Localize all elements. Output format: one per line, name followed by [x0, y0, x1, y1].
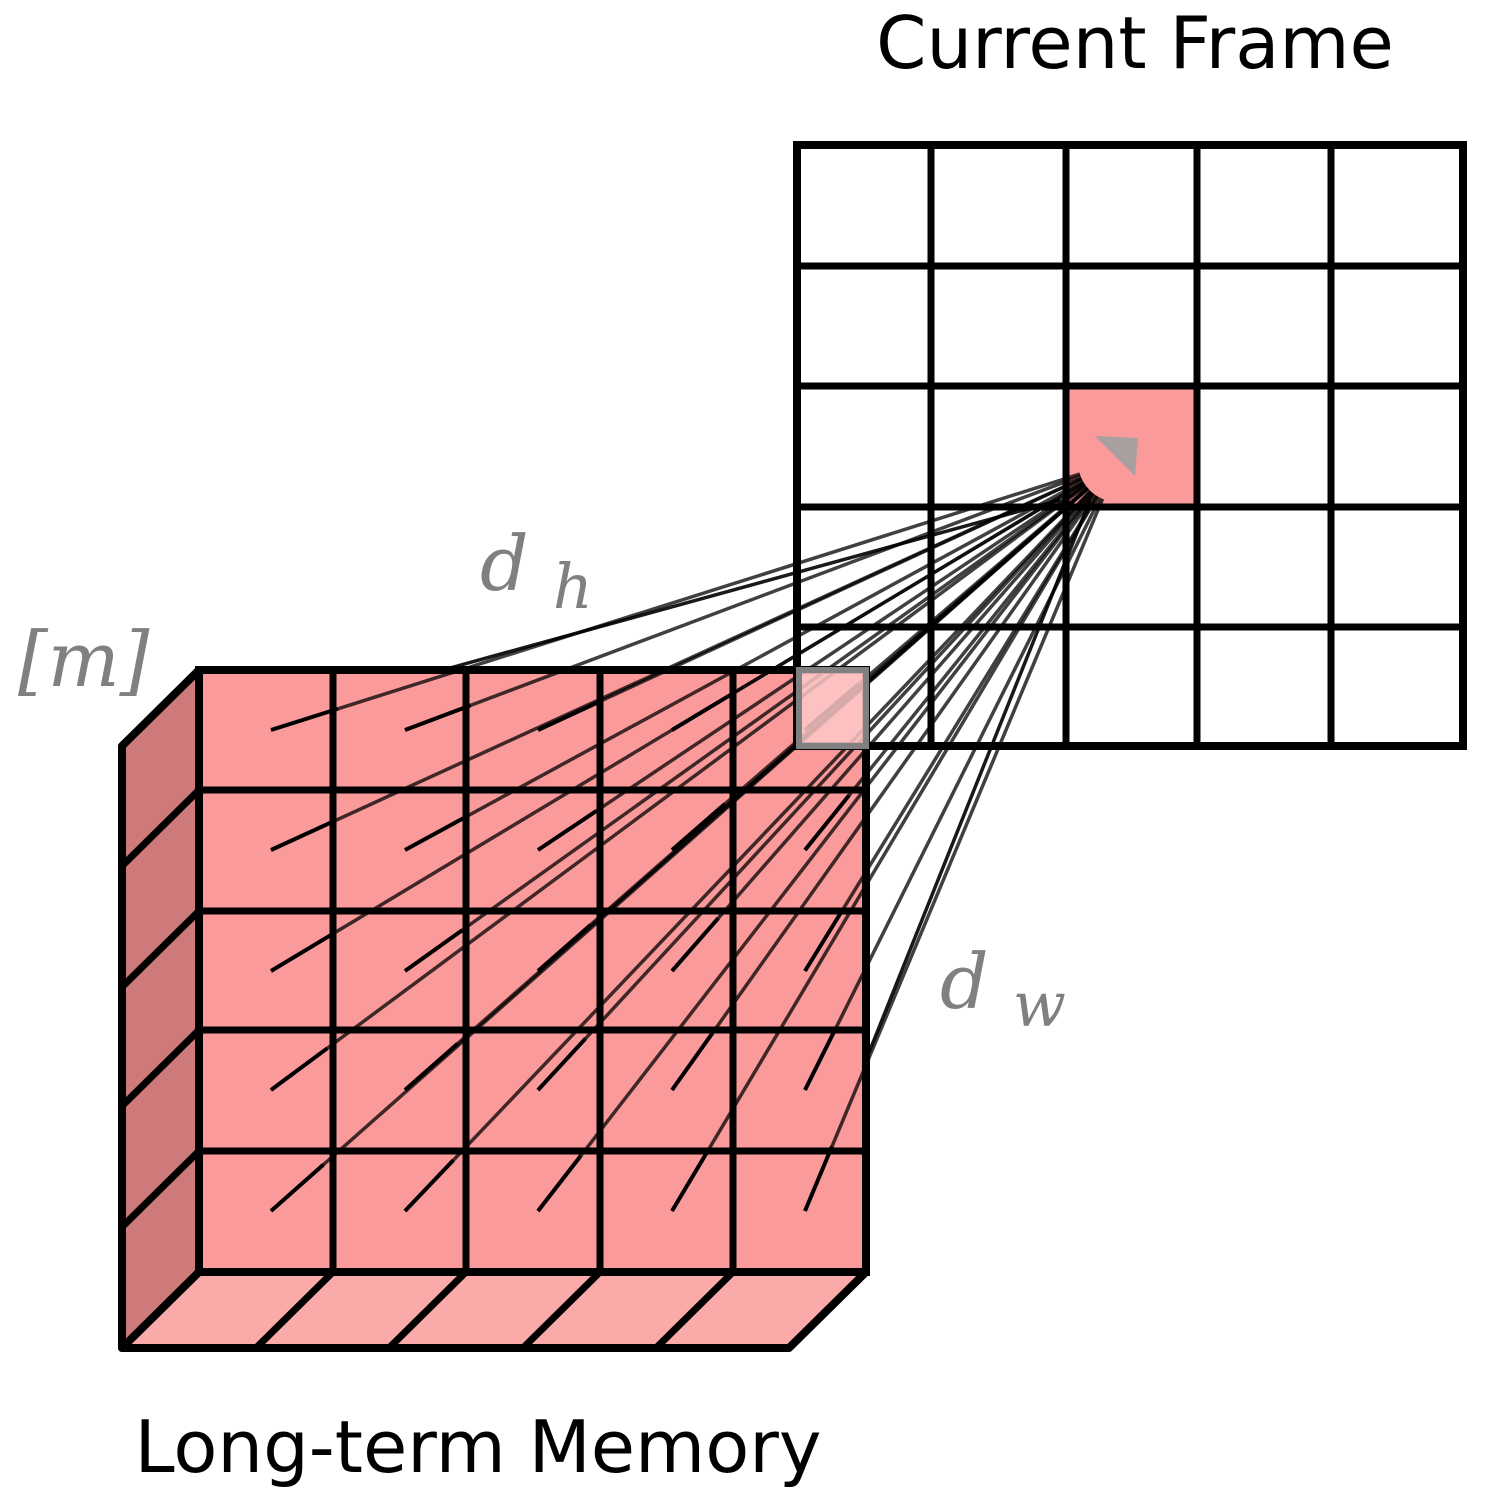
- dw-subscript: w: [1013, 968, 1066, 1041]
- dh-base: d: [480, 519, 529, 608]
- dh-subscript: h: [553, 550, 593, 623]
- current-frame-outline: [793, 141, 1467, 750]
- attention-ray: [270, 481, 1085, 973]
- attention-ray: [803, 498, 1105, 1212]
- memory-bottom-divider: [520, 1269, 603, 1351]
- current-frame-grid-lines: [793, 141, 1467, 750]
- memory-bottom-dividers: [253, 1269, 736, 1351]
- attention-ray-dw-edge: [864, 499, 1092, 1061]
- dw-label: d w: [940, 937, 1066, 1041]
- attention-ray: [536, 490, 1093, 1092]
- attention-ray: [670, 493, 1097, 1092]
- attention-ray: [269, 487, 1090, 1213]
- attention-ray: [670, 490, 1093, 973]
- attention-ray: [536, 492, 1095, 1213]
- arrow-head-icon: [1095, 436, 1138, 476]
- attention-ray: [803, 492, 1095, 852]
- attention-ray: [404, 474, 1082, 732]
- memory-block: [118, 666, 870, 1352]
- current-frame-grid: [793, 141, 1467, 750]
- dh-label: d h: [480, 519, 593, 623]
- memory-index-label: [m]: [18, 615, 150, 704]
- memory-side-face: [118, 666, 203, 1352]
- memory-bottom-divider: [653, 1269, 736, 1351]
- memory-front-face: [195, 666, 870, 1276]
- attention-ray: [269, 484, 1087, 1092]
- attention-ray: [670, 495, 1100, 1212]
- memory-side-divider: [119, 908, 202, 990]
- attention-rays: [269, 472, 1105, 1213]
- attention-ray: [404, 479, 1084, 852]
- memory-side-dividers: [119, 787, 202, 1230]
- dw-base: d: [940, 937, 989, 1026]
- long-term-memory-title: Long-term Memory: [135, 1405, 822, 1489]
- attention-ray: [403, 483, 1087, 973]
- memory-side-divider: [119, 1027, 202, 1109]
- memory-side-divider: [119, 787, 202, 869]
- attention-ray: [270, 477, 1083, 852]
- overlap-cell: [796, 667, 869, 749]
- memory-bottom-divider: [386, 1269, 469, 1351]
- memory-grid-lines: [199, 670, 866, 1272]
- attention-ray-dh-edge: [449, 498, 1061, 670]
- attention-ray: [403, 489, 1092, 1213]
- memory-bottom-divider: [253, 1269, 336, 1351]
- attention-ray: [803, 495, 1099, 972]
- attention-ray: [270, 472, 1081, 732]
- memory-side-divider: [119, 1148, 202, 1230]
- memory-bottom-face: [118, 1268, 870, 1352]
- current-frame-title: Current Frame: [876, 1, 1394, 85]
